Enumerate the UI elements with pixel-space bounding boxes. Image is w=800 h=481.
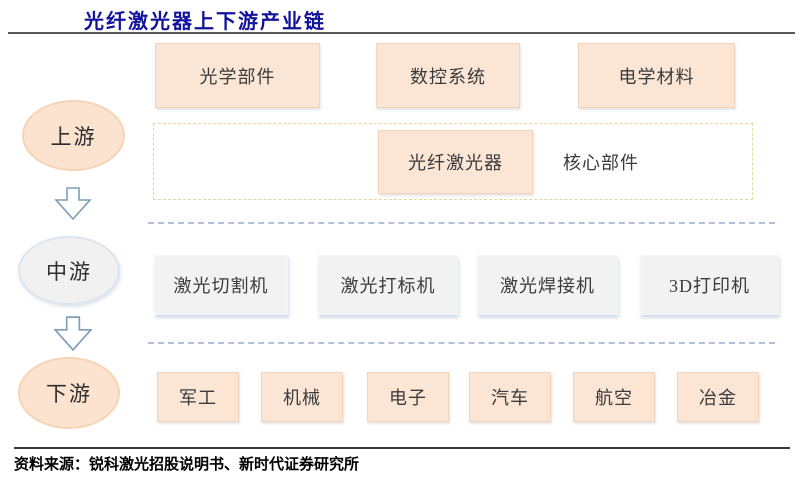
industry-box-machinery: 机械 xyxy=(261,372,343,422)
supplier-box-electrical-materials: 电学材料 xyxy=(578,43,735,108)
industry-box-military: 军工 xyxy=(157,372,239,422)
page-title: 光纤激光器上下游产业链 xyxy=(84,11,326,33)
industry-box-electronics: 电子 xyxy=(367,372,449,422)
core-parts-label: 核心部件 xyxy=(563,153,639,173)
supplier-box-cnc-system: 数控系统 xyxy=(376,43,520,108)
bottom-divider-line xyxy=(14,447,790,449)
industry-box-metallurgy: 冶金 xyxy=(677,372,759,422)
product-box-laser-marking-machine: 激光打标机 xyxy=(318,255,458,315)
stage-oval-downstream: 下游 xyxy=(18,357,120,429)
down-arrow-icon xyxy=(54,316,92,351)
source-note: 资料来源：锐科激光招股说明书、新时代证券研究所 xyxy=(14,457,360,473)
dashed-divider-upper xyxy=(148,222,775,224)
stage-label: 上游 xyxy=(50,124,97,149)
down-arrow-icon xyxy=(54,187,92,220)
top-divider-line xyxy=(8,32,795,34)
stage-oval-midstream: 中游 xyxy=(18,236,120,305)
product-box-laser-cutting-machine: 激光切割机 xyxy=(154,255,288,315)
supplier-box-optical-components: 光学部件 xyxy=(155,43,320,108)
stage-label: 中游 xyxy=(46,259,92,284)
stage-label: 下游 xyxy=(46,382,92,406)
product-box-laser-welding-machine: 激光焊接机 xyxy=(477,255,618,315)
product-box-3d-printer: 3D打印机 xyxy=(640,255,779,315)
stage-oval-upstream: 上游 xyxy=(22,100,125,171)
core-product-box-fiber-laser: 光纤激光器 xyxy=(378,130,533,194)
industry-box-automobile: 汽车 xyxy=(469,372,551,422)
industry-box-aviation: 航空 xyxy=(573,372,655,422)
dashed-divider-lower xyxy=(148,342,775,344)
